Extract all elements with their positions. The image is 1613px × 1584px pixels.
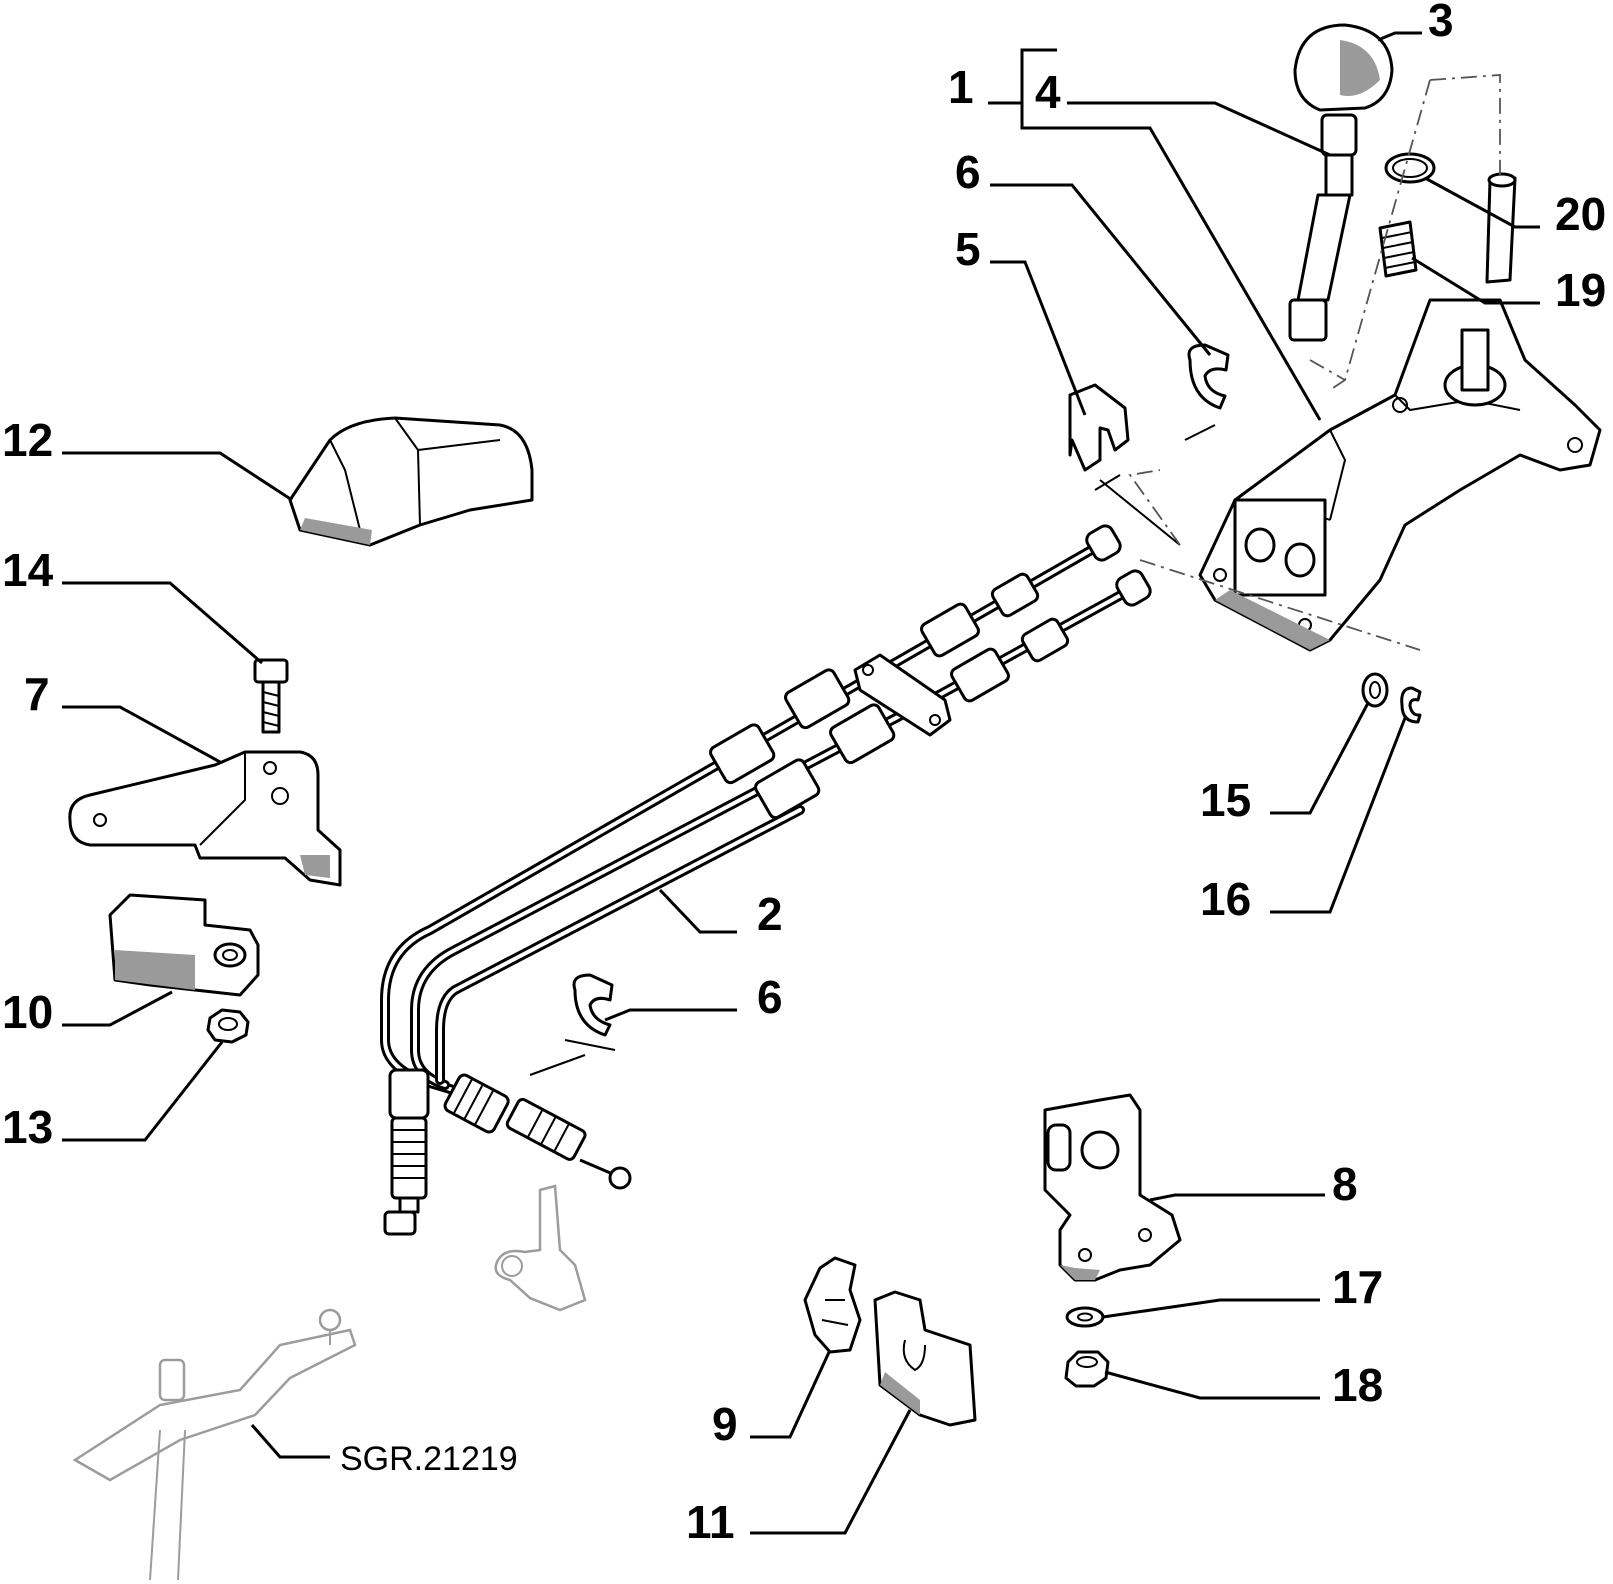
callout-2: 2	[757, 888, 783, 940]
callout-19: 19	[1555, 264, 1606, 316]
part-3-knob[interactable]	[1293, 23, 1394, 112]
part-10-block[interactable]	[108, 893, 260, 997]
part-13-nut[interactable]	[206, 1008, 250, 1044]
callout-7: 7	[24, 668, 50, 720]
part-14-bolt[interactable]	[253, 658, 289, 734]
part-6-clip-upper[interactable]	[1184, 343, 1230, 441]
reference-code: SGR.21219	[340, 1440, 518, 1478]
callout-12: 12	[2, 414, 53, 466]
part-2-cable-assembly[interactable]	[380, 523, 1153, 1236]
assembly-centerlines	[1128, 74, 1517, 651]
part-1-gearshift-housing[interactable]	[1198, 298, 1602, 652]
callout-6-lower: 6	[757, 971, 783, 1023]
callout-15: 15	[1200, 774, 1251, 826]
part-8-bracket[interactable]	[1043, 1093, 1182, 1282]
part-7-bracket[interactable]	[68, 750, 342, 887]
part-15-washer[interactable]	[1361, 672, 1389, 708]
callout-11: 11	[686, 1496, 735, 1548]
callout-4: 4	[1035, 66, 1061, 118]
leader-lines	[62, 31, 1540, 1535]
callout-13: 13	[2, 1101, 53, 1153]
part-17-washer[interactable]	[1065, 1306, 1105, 1328]
callout-17: 17	[1332, 1261, 1383, 1313]
part-12-cover[interactable]	[288, 416, 534, 547]
callout-10: 10	[2, 986, 53, 1038]
callout-1: 1	[948, 61, 974, 113]
callout-18: 18	[1332, 1359, 1383, 1411]
callout-20: 20	[1555, 188, 1606, 240]
part-4-lever[interactable]	[1288, 113, 1358, 342]
callout-9: 9	[712, 1398, 738, 1450]
part-19-spring[interactable]	[1378, 220, 1418, 278]
part-20-ring[interactable]	[1384, 152, 1436, 184]
part-6-clip-lower[interactable]	[529, 973, 616, 1076]
part-5-clip[interactable]	[1068, 383, 1181, 546]
part-18-nut[interactable]	[1064, 1350, 1110, 1388]
lower-linkage-ghost	[72, 1184, 587, 1581]
part-11-plate[interactable]	[873, 1290, 977, 1427]
callout-3: 3	[1428, 0, 1454, 46]
callout-labels: 1 2 3 4 5 6 6 7 8 9 10 11 12 13 14 15 16…	[2, 0, 1606, 1548]
callout-5: 5	[955, 223, 981, 275]
callout-14: 14	[2, 544, 54, 596]
callout-16: 16	[1200, 873, 1251, 925]
part-9-clip[interactable]	[803, 1256, 862, 1354]
callout-6-upper: 6	[955, 146, 981, 198]
part-16-clip[interactable]	[1400, 686, 1422, 724]
callout-8: 8	[1332, 1158, 1358, 1210]
